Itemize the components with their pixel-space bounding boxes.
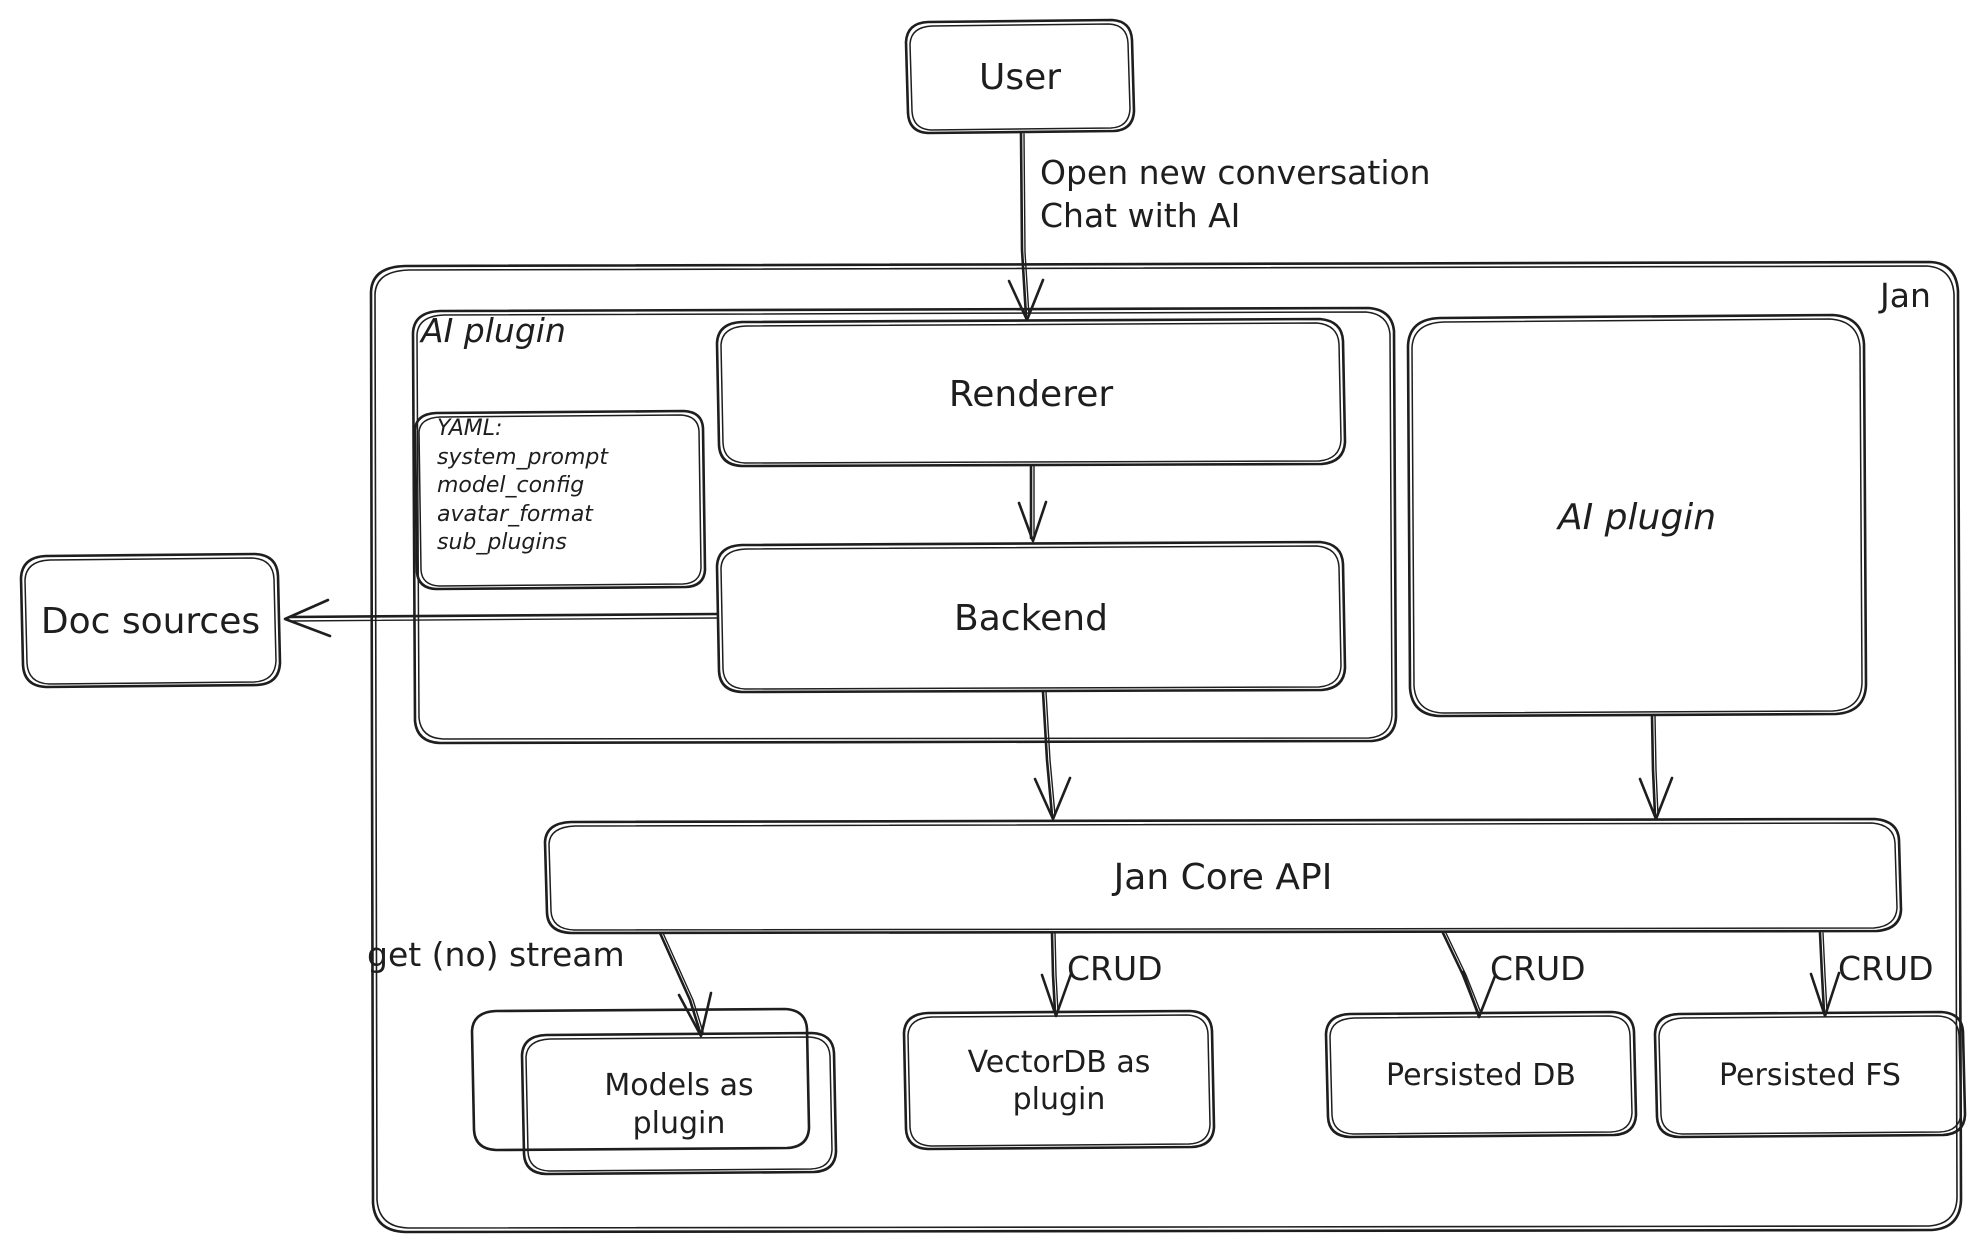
edge-core-api-to-persisted-fs bbox=[1809, 931, 1841, 1018]
edge-label-core-api-to-models: get (no) stream bbox=[367, 935, 625, 974]
persisted-fs-label: Persisted FS bbox=[1719, 1057, 1901, 1093]
doc-sources-label: Doc sources bbox=[40, 601, 261, 642]
edge-user-to-renderer bbox=[1007, 131, 1045, 322]
persisted-db-label: Persisted DB bbox=[1386, 1057, 1576, 1093]
edge-label-core-api-to-vectordb: CRUD bbox=[1067, 949, 1163, 988]
models-as-plugin-label: Models as plugin bbox=[604, 1068, 754, 1141]
edge-label-core-api-to-persisted-db: CRUD bbox=[1490, 949, 1586, 988]
edge-core-api-to-persisted-db bbox=[1441, 931, 1497, 1019]
user-label: User bbox=[978, 57, 1062, 98]
edge-renderer-to-backend bbox=[1017, 464, 1048, 543]
yaml-box-label: YAML: system_prompt model_config avatar_… bbox=[437, 416, 609, 556]
renderer-label: Renderer bbox=[948, 373, 1114, 415]
edge-backend-to-doc-sources bbox=[283, 598, 719, 638]
edge-backend-to-core-api bbox=[1033, 690, 1072, 821]
jan-core-api-label: Jan Core API bbox=[1113, 857, 1333, 898]
vectordb-as-plugin-label: VectorDB as plugin bbox=[967, 1044, 1151, 1118]
backend-label: Backend bbox=[954, 598, 1108, 639]
edge-label-core-api-to-persisted-fs: CRUD bbox=[1838, 949, 1934, 988]
edge-label-user-to-renderer: Open new conversation Chat with AI bbox=[1040, 153, 1431, 235]
ai-plugin-right-label: AI plugin bbox=[1557, 496, 1717, 538]
jan-container-label: Jan bbox=[1880, 276, 1931, 315]
ai-plugin-group-label: AI plugin bbox=[421, 311, 566, 350]
edge-core-api-to-models bbox=[658, 931, 713, 1038]
edge-ai-plugin-to-core-api bbox=[1638, 714, 1674, 821]
